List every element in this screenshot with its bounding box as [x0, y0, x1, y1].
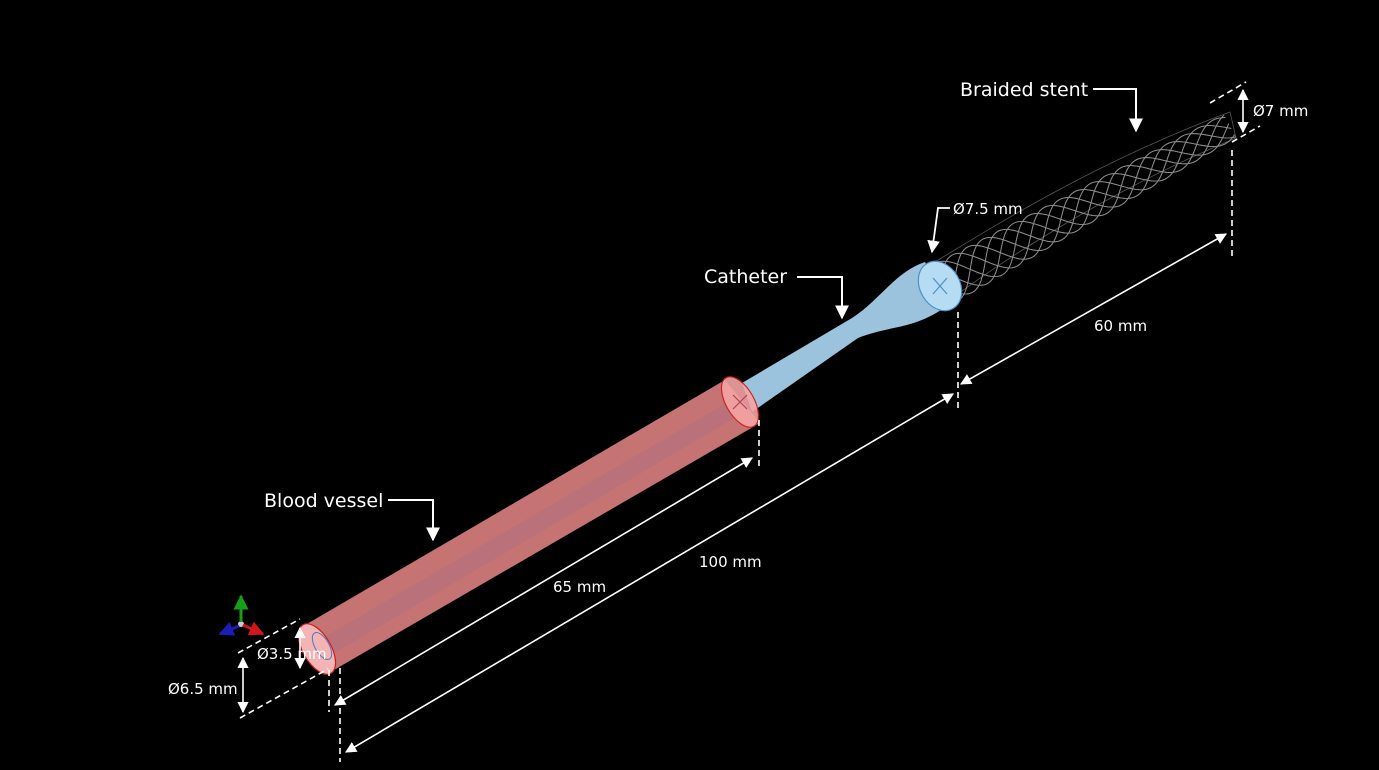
dim-catheter-tip-diameter: Ø7.5 mm — [927, 200, 1023, 254]
stent-wire — [949, 134, 1236, 304]
dim-vessel-outer-diameter: Ø6.5 mm — [168, 618, 329, 719]
dim-stent-length: 60 mm — [957, 150, 1233, 410]
label-vessel-length: 65 mm — [553, 578, 606, 596]
stent-wire — [949, 134, 1236, 304]
catheter-tip-cross-icon — [932, 277, 948, 295]
xyz-axis-triad-icon — [218, 594, 265, 636]
label-catheter-tip-diameter: Ø7.5 mm — [953, 200, 1023, 218]
label-braided-stent: Braided stent — [960, 79, 1088, 101]
vessel-proximal-lumen — [311, 632, 333, 660]
label-vessel-outer-diameter: Ø6.5 mm — [168, 680, 238, 698]
catheter-body — [742, 262, 948, 412]
axis-x-icon — [242, 621, 265, 636]
blood-vessel — [297, 376, 760, 675]
label-stent-length: 60 mm — [1094, 317, 1147, 335]
callout-blood-vessel: Blood vessel — [264, 490, 440, 542]
label-stent-diameter: Ø7 mm — [1253, 102, 1308, 120]
dim-vessel-inner-diameter: Ø3.5 mm — [257, 626, 327, 670]
catheter — [742, 260, 963, 412]
label-catheter: Catheter — [704, 266, 787, 288]
label-vessel-inner-diameter: Ø3.5 mm — [257, 645, 327, 663]
dim-stent-diameter: Ø7 mm — [1209, 81, 1308, 143]
axis-z-icon — [218, 621, 240, 636]
label-blood-vessel: Blood vessel — [264, 490, 383, 512]
label-total-length: 100 mm — [699, 553, 762, 571]
dim-vessel-length: 65 mm — [328, 420, 760, 712]
callout-braided-stent: Braided stent — [960, 79, 1143, 133]
vessel-inner-lumen — [316, 398, 748, 658]
callout-catheter: Catheter — [704, 266, 849, 320]
